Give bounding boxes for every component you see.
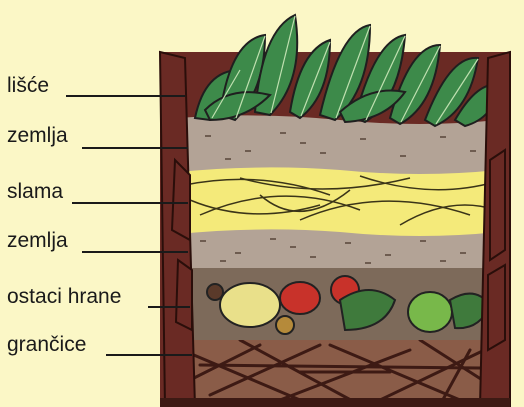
label-zemlja-lower: zemlja	[7, 229, 68, 253]
label-ostaci-hrane: ostaci hrane	[7, 285, 121, 309]
upper-soil-layer	[178, 115, 498, 174]
label-lisce: lišće	[7, 74, 49, 98]
food-scraps-layer	[178, 268, 498, 340]
label-slama: slama	[7, 180, 63, 204]
bin-base	[160, 398, 510, 407]
label-zemlja-upper: zemlja	[7, 124, 68, 148]
straw-layer	[178, 165, 498, 236]
label-grancice: grančice	[7, 333, 86, 357]
twigs-layer	[178, 335, 498, 407]
leaves-layer	[195, 15, 500, 126]
